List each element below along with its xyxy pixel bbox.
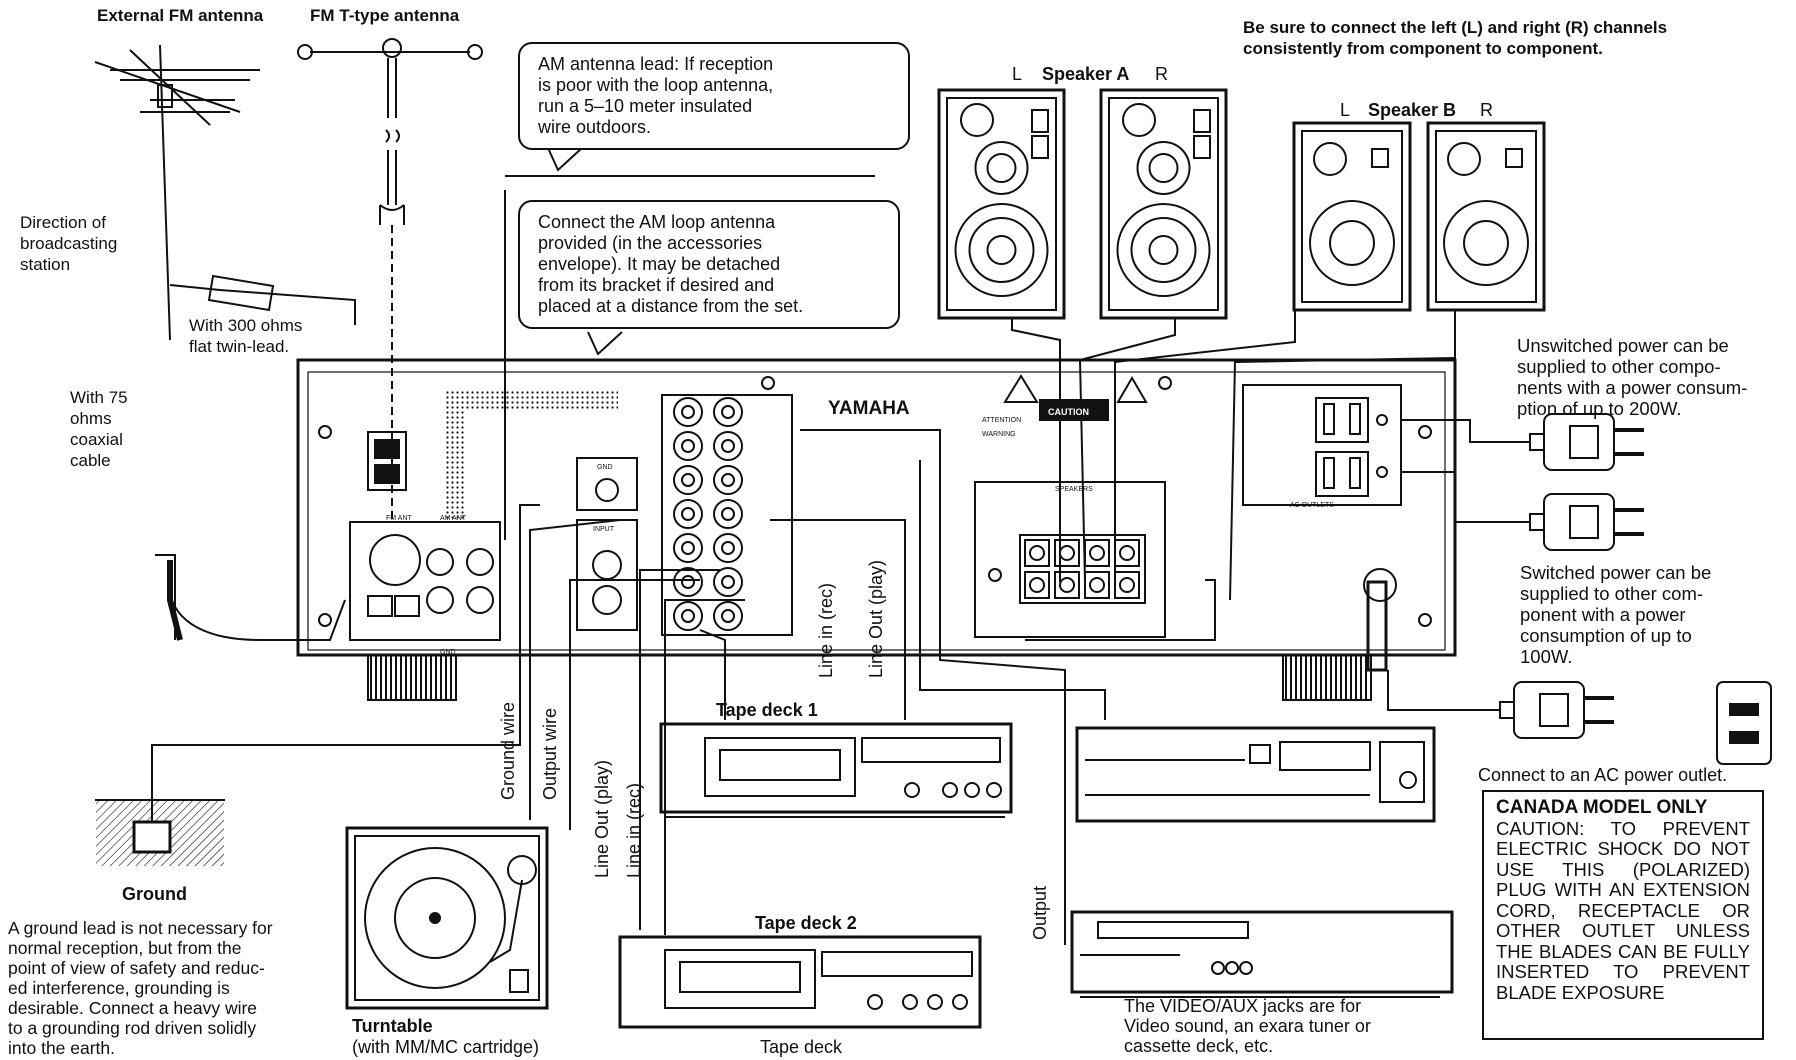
rca-jack [713, 431, 743, 461]
tape-deck-label: Tape deck [760, 1037, 843, 1057]
direction-label: Direction of broadcasting station [20, 213, 118, 274]
rca-jack [713, 499, 743, 529]
rca-jack [673, 499, 703, 529]
rca-jack [713, 465, 743, 495]
woofer [1443, 200, 1529, 286]
midrange [1136, 141, 1191, 195]
speaker-terminal [1114, 571, 1140, 599]
speaker-cabinet [937, 88, 1066, 320]
speaker-a-left: L [1012, 64, 1023, 84]
speaker-cabinet [1099, 88, 1228, 320]
line-out-play-label-2: Line Out (play) [592, 759, 612, 878]
speaker-cabinet [1292, 121, 1412, 312]
switched-power-note: Switched power can be supplied to other … [1520, 562, 1712, 667]
vcr-drawing [1070, 910, 1454, 998]
twin-lead-label: With 300 ohms flat twin-lead. [189, 316, 303, 356]
ground-wire-label: Ground wire [498, 701, 518, 800]
tape-deck-2-drawing [618, 935, 982, 1029]
channels-note: Be sure to connect the left (L) and righ… [1243, 18, 1668, 58]
line-in-rec-label-1: Line in (rec) [816, 582, 836, 678]
speaker-terminal [1054, 539, 1080, 567]
speaker-a-title: Speaker A [1042, 64, 1130, 84]
tape-deck-1-label: Tape deck 1 [716, 700, 818, 720]
rca-jack [673, 397, 703, 427]
ac-outlets-label: AC OUTLETS [1290, 502, 1334, 509]
unswitched-power-note: Unswitched power can be supplied to othe… [1517, 335, 1748, 419]
midrange [974, 141, 1029, 195]
speaker-terminal [1084, 571, 1110, 599]
tweeter [960, 103, 994, 137]
ground-drawing [95, 504, 540, 866]
fm-t-antenna-drawing [297, 38, 483, 225]
speaker-terminal [1024, 571, 1050, 599]
rca-jack [673, 431, 703, 461]
speaker-b-right: R [1480, 100, 1493, 120]
speaker-cabinet [1426, 121, 1546, 312]
power-plug [1543, 493, 1615, 551]
speaker-a-right: R [1155, 64, 1168, 84]
tweeter [1313, 142, 1347, 176]
speaker-terminal [1054, 571, 1080, 599]
coaxial-label: With 75 ohms coaxial cable [70, 388, 128, 470]
tweeter [1447, 142, 1481, 176]
tape-deck-2-label: Tape deck 2 [755, 913, 857, 933]
speakers-label: SPEAKERS [1055, 486, 1093, 493]
am-loop-antenna-callout: Connect the AM loop antenna provided (in… [518, 200, 900, 329]
attention-label: ATTENTION [982, 417, 1021, 424]
output-wire-label: Output wire [540, 707, 560, 800]
external-fm-antenna-drawing [94, 44, 260, 341]
power-plug [1543, 413, 1615, 471]
receiver-brand: YAMAHA [828, 398, 910, 419]
tape-deck-1-drawing [659, 722, 1013, 818]
gnd-label: GND [597, 464, 613, 471]
turntable-sub-label: (with MM/MC cartridge) [352, 1037, 540, 1057]
am-antenna-lead-callout: AM antenna lead: If reception is poor wi… [518, 42, 910, 150]
warning-label: WARNING [982, 431, 1016, 438]
canada-caution-box: CANADA MODEL ONLY CAUTION: TO PREVENT EL… [1482, 790, 1764, 1040]
output-label: Output [1030, 885, 1050, 940]
line-out-play-label-1: Line Out (play) [866, 559, 886, 678]
speaker-terminal [1084, 539, 1110, 567]
fm-ant-label: FM ANT [386, 515, 412, 522]
turntable-label: Turntable [352, 1016, 433, 1036]
video-aux-note: The VIDEO/AUX jacks are for Video sound,… [1124, 996, 1371, 1056]
line-in-rec-label-2: Line in (rec) [624, 782, 644, 878]
power-plug [1513, 681, 1585, 739]
tweeter [1122, 103, 1156, 137]
rca-jack [673, 465, 703, 495]
speaker-terminal [1114, 539, 1140, 567]
turntable-drawing [345, 826, 549, 1010]
receiver-back-panel [296, 358, 1457, 701]
external-fm-antenna-label: External FM antenna [97, 6, 264, 25]
speaker-b-title: Speaker B [1368, 100, 1457, 120]
rca-jack [673, 601, 703, 631]
woofer [1116, 203, 1211, 297]
am-ant-label: AM ANT [440, 515, 467, 522]
speaker-terminal [1024, 539, 1050, 567]
ground-note: A ground lead is not necessary for norma… [8, 918, 273, 1058]
ground-title: Ground [122, 884, 187, 904]
rca-jack [713, 397, 743, 427]
woofer [954, 203, 1049, 297]
speaker-b-left: L [1340, 100, 1351, 120]
caution-label: CAUTION [1048, 407, 1089, 417]
rca-jack [713, 533, 743, 563]
woofer [1309, 200, 1395, 286]
tuner-deck-drawing [1075, 726, 1436, 823]
rca-jack [673, 533, 703, 563]
ant-gnd-label: GND [440, 649, 456, 656]
rca-jack [713, 567, 743, 597]
rca-jack [713, 601, 743, 631]
input-label: INPUT [593, 526, 615, 533]
ac-outlet-note: Connect to an AC power outlet. [1478, 765, 1728, 785]
rca-jack [673, 567, 703, 597]
fm-t-type-antenna-label: FM T-type antenna [310, 6, 460, 25]
